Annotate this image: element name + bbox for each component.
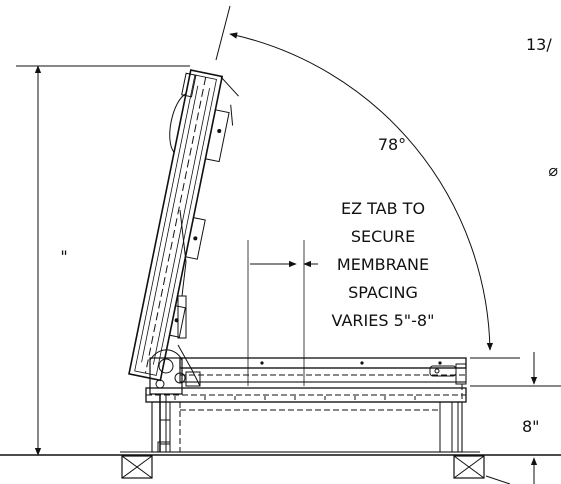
hinge-assembly [149, 209, 201, 453]
ez-tab-line-2: SECURE [351, 227, 415, 246]
ez-tab-line-5: VARIES 5"-8" [332, 311, 435, 330]
overall-height-dimension [16, 65, 190, 456]
top-right-partial-label: 13/ [526, 35, 552, 54]
angle-dimension [215, 5, 520, 359]
hatch-top-frame [179, 357, 467, 385]
diameter-symbol: ⌀ [548, 161, 558, 180]
angle-label: 78° [378, 135, 406, 154]
curb-height-label: 8" [522, 417, 540, 436]
leader-line [485, 475, 511, 484]
wood-blocking-right [453, 455, 485, 479]
curb-frame [145, 384, 467, 453]
open-hatch-cover [128, 69, 239, 382]
wood-blocking-left [121, 455, 153, 479]
overall-height-label: " [60, 247, 67, 266]
ez-tab-note: EZ TAB TO SECURE MEMBRANE SPACING VARIES… [332, 199, 435, 330]
ez-tab-line-4: SPACING [348, 283, 418, 302]
curb-height-dimension [470, 352, 561, 484]
ez-tab-line-3: MEMBRANE [337, 255, 429, 274]
ez-tab-line-1: EZ TAB TO [341, 199, 425, 218]
ez-tab-spacing-dimension [247, 240, 318, 386]
